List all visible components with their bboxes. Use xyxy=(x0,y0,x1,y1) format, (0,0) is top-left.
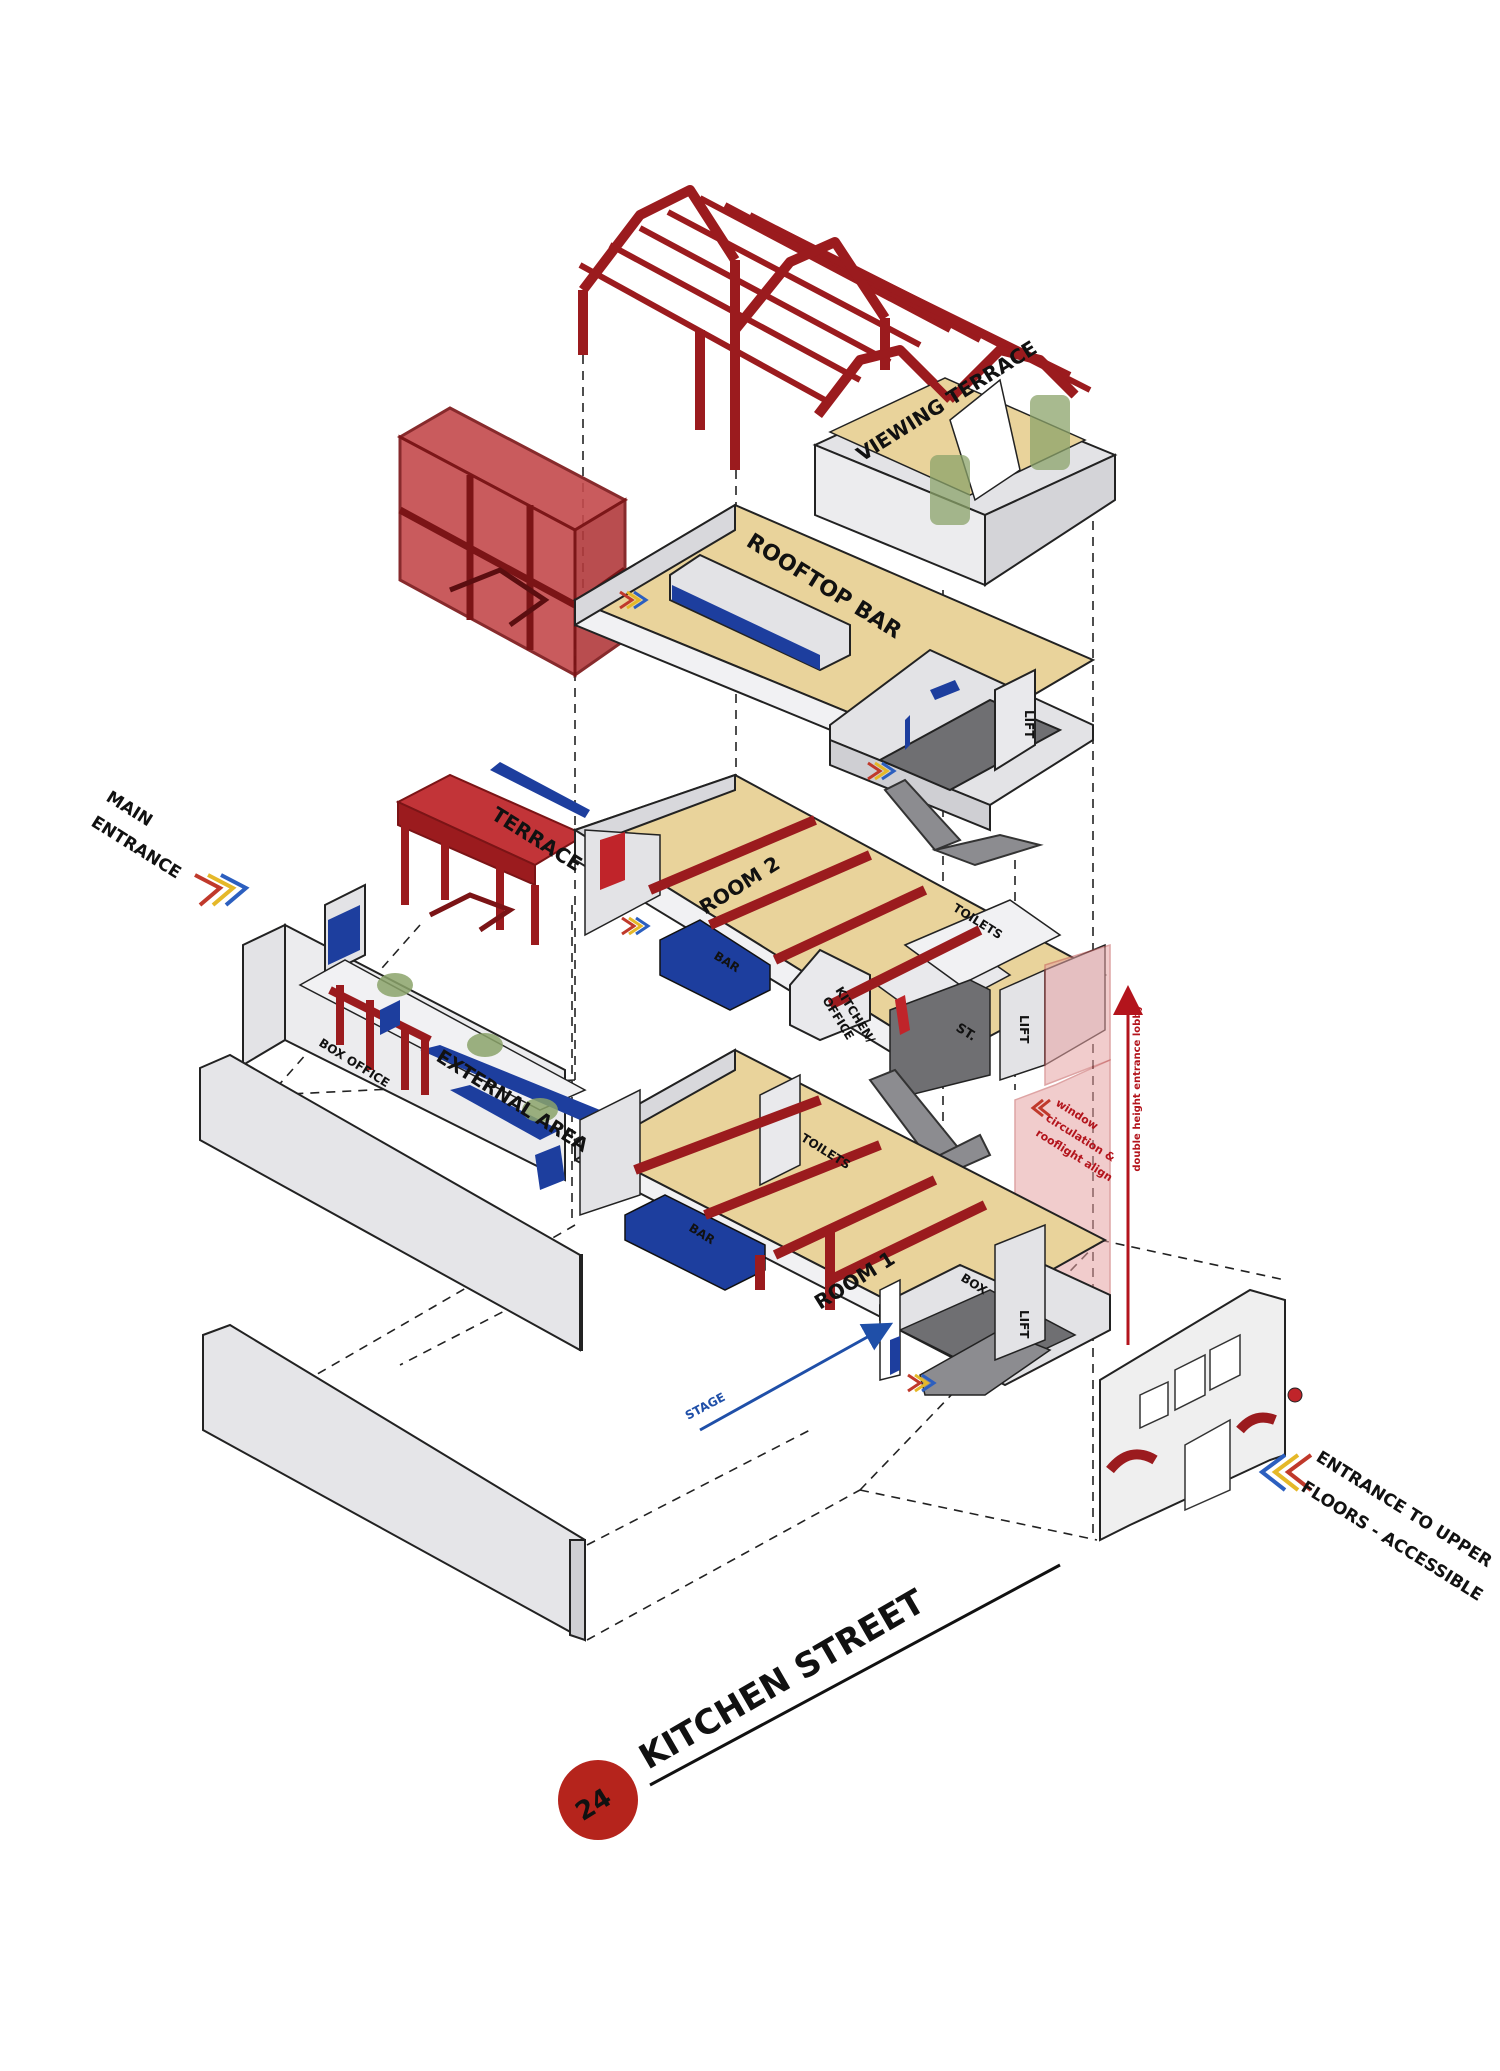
glass-stair-tower xyxy=(396,406,629,678)
upper-stair xyxy=(883,778,1044,867)
street-underline xyxy=(649,1563,1061,1787)
stage-arrow-icon xyxy=(699,1322,894,1432)
floor-chevron-icons xyxy=(619,590,1051,1393)
upper-entrance-chevron-icon xyxy=(1258,1453,1313,1492)
street-number-badge xyxy=(558,1760,638,1840)
lift-top-label: LIFT xyxy=(1022,710,1036,739)
terrace-block xyxy=(395,762,590,945)
lobby-note: double height entrance lobby xyxy=(1132,1005,1143,1172)
street-name: KITCHEN STREET xyxy=(633,1581,933,1777)
street-facade xyxy=(1099,1288,1303,1542)
main-entrance-chevron-icon xyxy=(194,873,250,907)
lift-ground-label: LIFT xyxy=(1017,1310,1031,1339)
lift-mid-label: LIFT xyxy=(1017,1015,1031,1044)
boundary-walls xyxy=(199,1053,586,1642)
room-2-floor xyxy=(572,773,1108,1096)
external-area-block xyxy=(242,883,600,1190)
rooftop-bar-floor xyxy=(572,503,1096,832)
viewing-terrace-block xyxy=(812,345,1118,587)
